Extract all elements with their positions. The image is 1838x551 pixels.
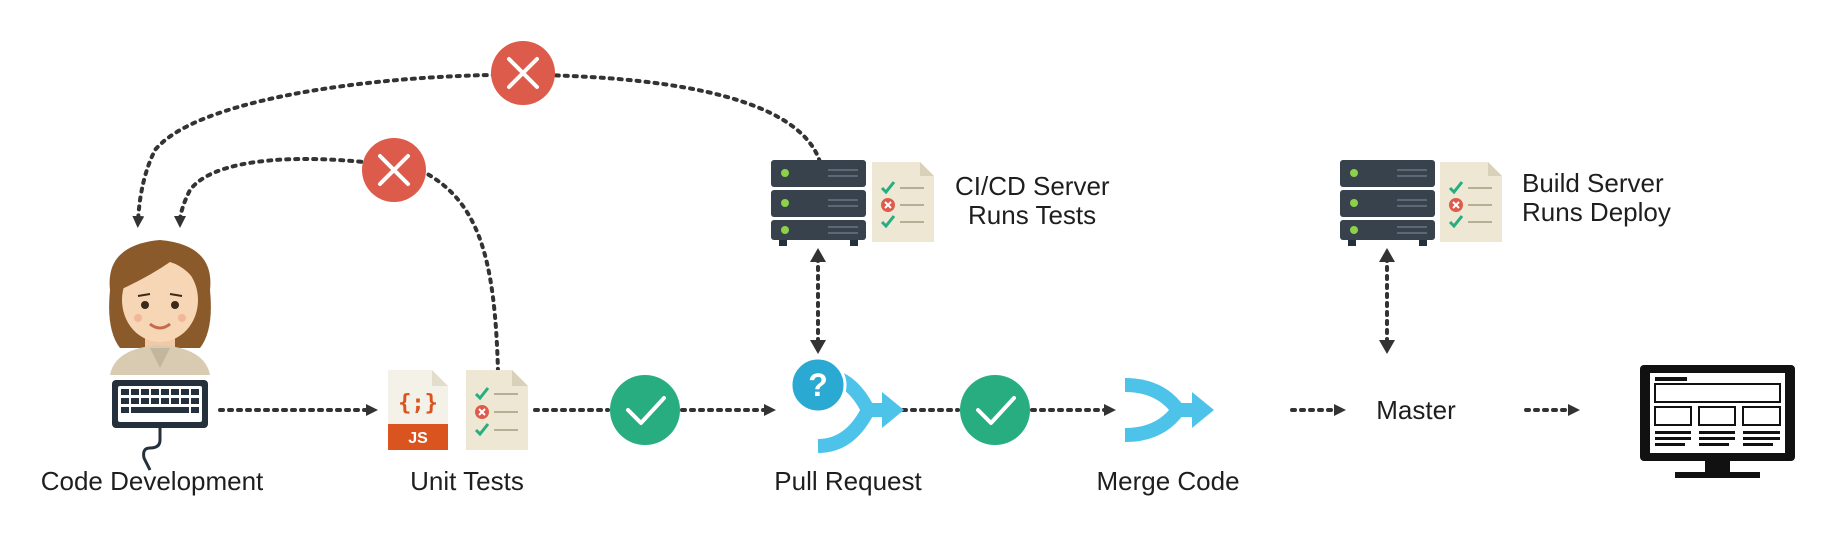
inner-failure-loop [174, 156, 500, 374]
label-ci-server: CI/CD Server Runs Tests [955, 172, 1110, 230]
ci-server-icon [771, 160, 866, 246]
keyboard-icon [112, 380, 208, 471]
label-build-server-line2: Runs Deploy [1522, 197, 1671, 227]
label-ci-server-line1: CI/CD Server [955, 171, 1110, 201]
failure-x-icon-outer [491, 41, 555, 105]
build-checklist-icon [1440, 162, 1502, 242]
ci-server-link [810, 248, 826, 354]
outer-failure-loop [132, 72, 822, 228]
deployed-monitor-icon [1640, 365, 1795, 478]
js-file-icon: {;} JS [388, 370, 448, 450]
label-pull-request: Pull Request [774, 466, 922, 496]
question-icon: ? [789, 356, 847, 414]
label-code-development: Code Development [40, 466, 264, 496]
test-checklist-icon [466, 370, 528, 450]
label-ci-server-line2: Runs Tests [968, 200, 1097, 230]
build-server-link [1379, 248, 1395, 354]
pass-check-icon-2 [960, 375, 1030, 445]
developer-avatar-icon [109, 240, 211, 375]
label-unit-tests: Unit Tests [410, 466, 524, 496]
label-build-server: Build Server Runs Deploy [1522, 169, 1671, 227]
label-build-server-line1: Build Server [1522, 168, 1664, 198]
ci-checklist-icon [872, 162, 934, 242]
pass-check-icon-1 [610, 375, 680, 445]
failure-x-icon-inner [362, 138, 426, 202]
js-file-badge: JS [408, 430, 428, 447]
js-file-glyph: {;} [398, 391, 438, 416]
question-glyph: ? [808, 367, 828, 403]
build-server-icon [1340, 160, 1435, 246]
merge-code-icon [1124, 378, 1214, 442]
label-master: Master [1376, 395, 1456, 425]
label-merge-code: Merge Code [1096, 466, 1240, 496]
